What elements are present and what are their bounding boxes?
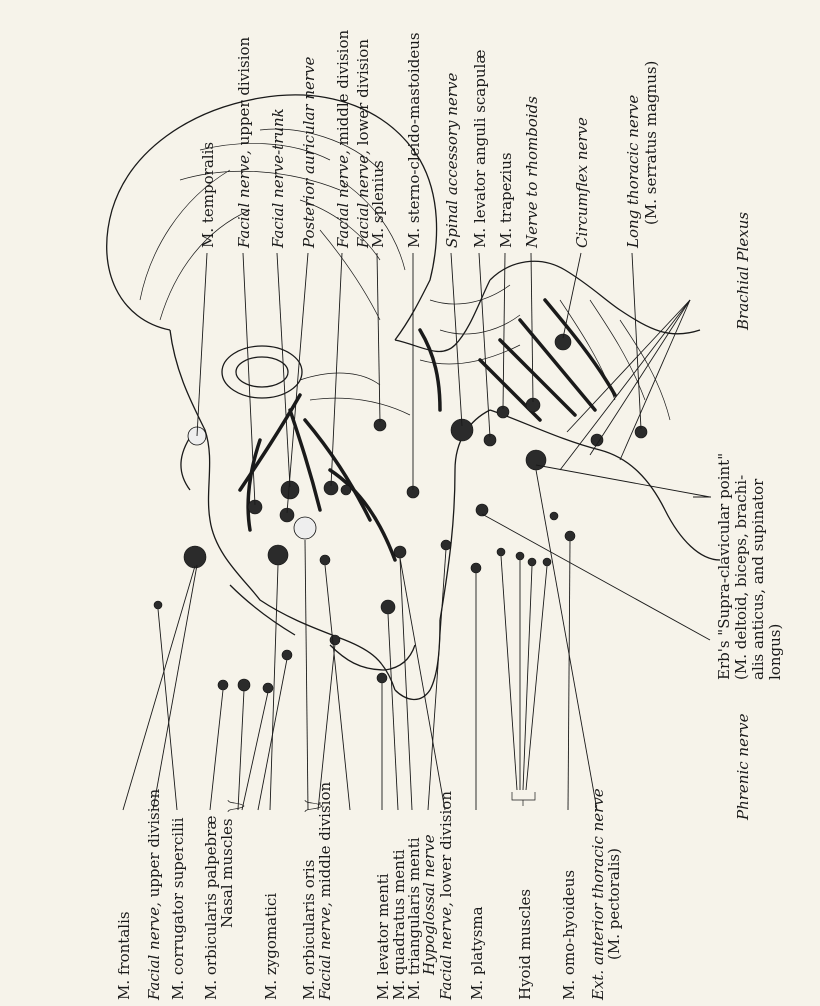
label-temporalis: M. temporalis: [199, 142, 217, 248]
motor-point-levator-menti: [377, 673, 387, 683]
motor-point-frontalis: [184, 546, 206, 568]
bottom-labels: M. frontalis Facial nerve, upper divisio…: [115, 781, 623, 1001]
label-erb-2: (M. deltoid, biceps, brachi-: [732, 475, 750, 680]
label-omo-hyoideus: M. omo-hyoideus: [560, 870, 578, 1000]
label-zygomatici: M. zygomatici: [262, 893, 280, 1000]
label-facial-upper-b: Facial nerve, upper division: [145, 788, 163, 1001]
ear-outline: [222, 346, 302, 398]
motor-points: [154, 334, 647, 693]
label-facial-upper: Facial nerve, upper division: [235, 36, 253, 249]
label-levator-scapulae: M. levator anguli scapulæ: [471, 50, 489, 248]
label-hyoid: Hyoid muscles: [516, 889, 534, 1000]
label-nasal: Nasal muscles: [218, 818, 236, 928]
label-facial-middle-b: Facial nerve, middle division: [316, 781, 334, 1001]
label-trapezius: M. trapezius: [497, 152, 515, 248]
label-facial-trunk: Facial nerve-trunk: [269, 108, 287, 249]
label-brachial-plexus: Brachial Plexus: [734, 212, 752, 331]
label-sternocleido: M. sterno-cleido-mastoideus: [405, 32, 423, 248]
label-platysma: M. platysma: [468, 906, 486, 1000]
motor-point-nasal: [282, 650, 292, 660]
motor-point-triangularis-menti: [394, 546, 406, 558]
motor-point-erb: [526, 450, 546, 470]
label-erb-1: Erb's "Supra-clavicular point": [715, 453, 733, 680]
motor-point-hypoglossal: [441, 540, 451, 550]
label-long-thoracic: Long thoracic nerve: [624, 95, 642, 249]
braces: [228, 792, 535, 812]
label-nerve-rhomboids: Nerve to rhomboids: [523, 96, 541, 249]
right-labels: Brachial Plexus Erb's "Supra-clavicular …: [715, 212, 784, 821]
label-erb-4: longus): [766, 624, 784, 680]
label-serratus: (M. serratus magnus): [642, 61, 660, 225]
label-pectoralis: (M. pectoralis): [605, 848, 623, 960]
label-hypoglossal: Hypoglossal nerve: [420, 834, 438, 976]
motor-point-platysma: [471, 563, 481, 573]
motor-point-omo-hyoideus: [565, 531, 575, 541]
label-facial-lower-b: Facial nerve, lower division: [437, 791, 455, 1001]
label-facial-middle: Facial nerve, middle division: [334, 29, 352, 249]
motor-point-orbicularis-palp: [294, 517, 316, 539]
label-spinal-accessory: Spinal accessory nerve: [443, 73, 461, 248]
leader-lines: [123, 253, 711, 810]
label-posterior-auricular: Posterior auricular nerve: [300, 56, 318, 249]
motor-point-zygomatici: [268, 545, 288, 565]
label-frontalis: M. frontalis: [115, 911, 133, 1000]
label-circumflex: Circumflex nerve: [573, 117, 591, 248]
motor-point-hyoid-1: [497, 548, 505, 556]
motor-point-orbicularis-oris: [238, 679, 250, 691]
label-splenius: M. splenius: [369, 160, 387, 248]
label-corrugator: M. corrugator supercilii: [169, 817, 187, 1000]
top-labels: M. temporalis Facial nerve, upper divisi…: [199, 29, 660, 249]
label-phrenic: Phrenic nerve: [734, 713, 752, 821]
motor-point-quadratus-menti: [381, 600, 395, 614]
neck-back: [395, 280, 490, 351]
label-erb-3: alis anticus, and supinator: [749, 478, 767, 680]
